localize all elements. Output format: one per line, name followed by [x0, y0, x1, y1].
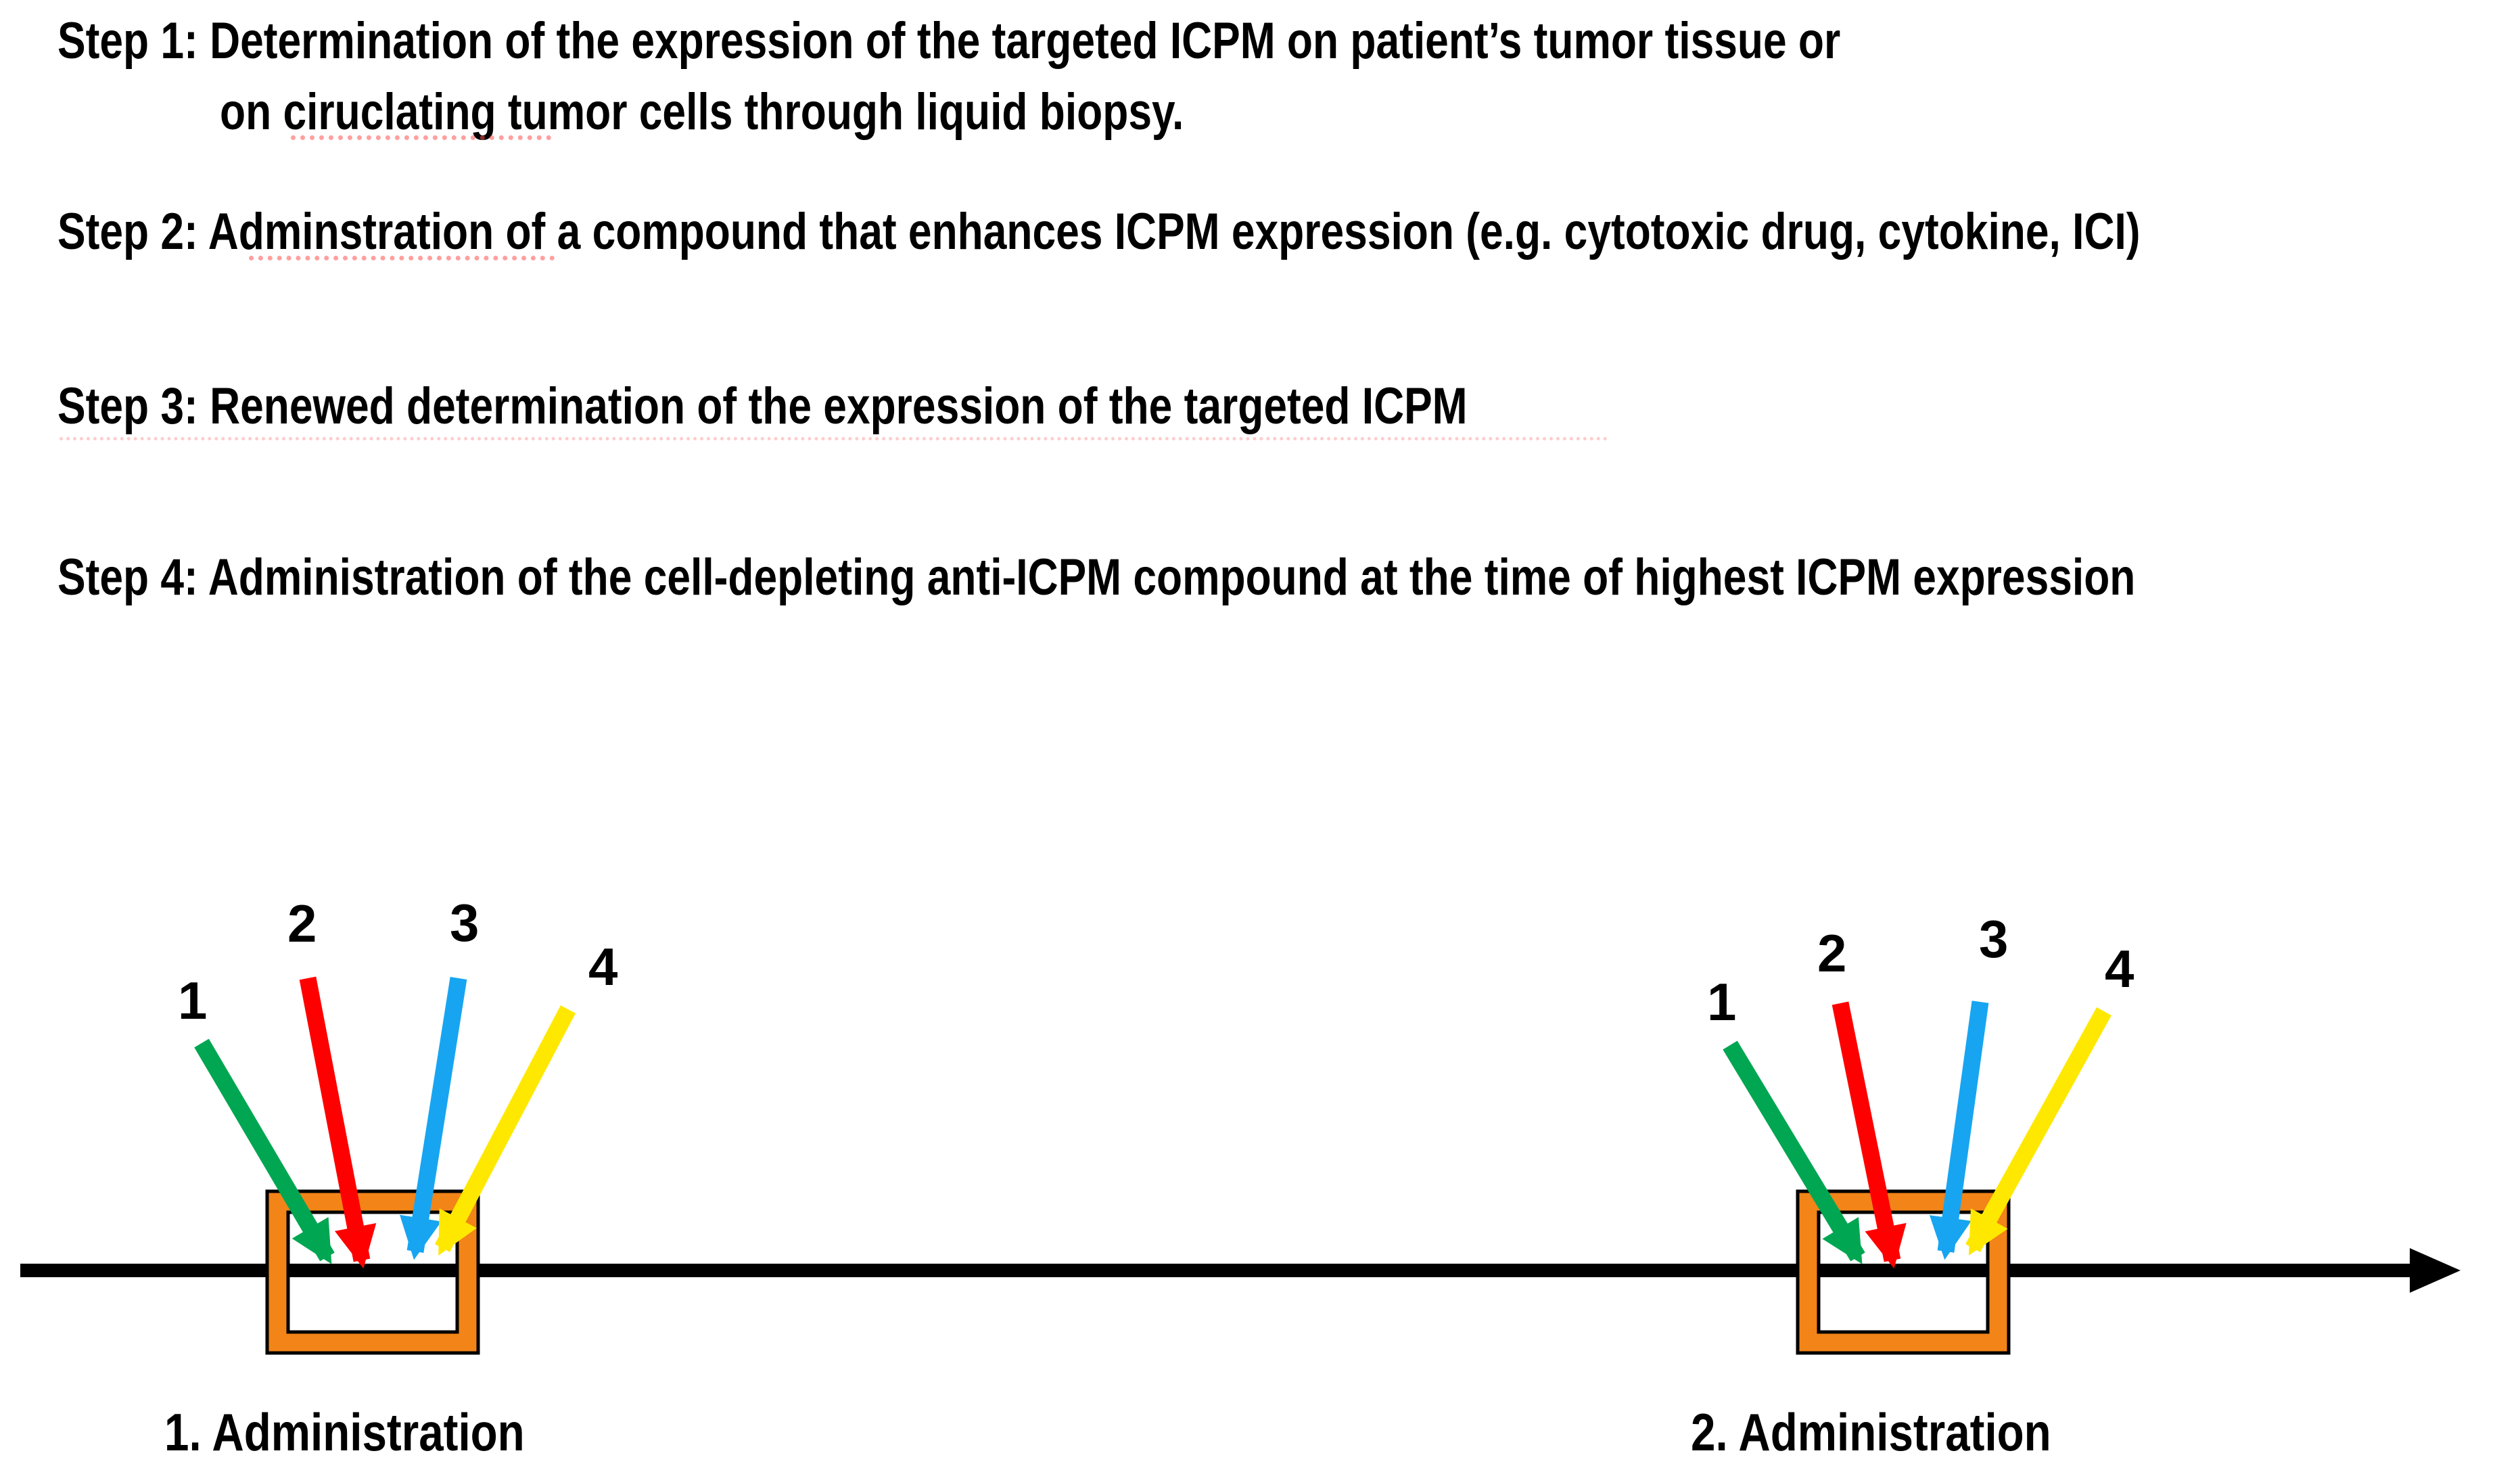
administration-box-2 — [1796, 1189, 2011, 1355]
box2-orange-border — [1799, 1193, 2007, 1352]
spellcheck-underline-adminstration — [249, 256, 555, 260]
administration-2-label: 2. Administration — [1691, 1402, 2051, 1462]
group2-arrow-number-2: 2 — [1817, 923, 1847, 983]
step2-text: Step 2: Adminstration of a compound that… — [57, 203, 2141, 260]
administration-box-1 — [265, 1189, 480, 1355]
group2-arrow-number-1: 1 — [1707, 972, 1737, 1032]
arrow1-step4-yellow — [434, 1005, 576, 1256]
box2-inner-outline — [1817, 1210, 1990, 1334]
box1-outer-outline — [265, 1189, 480, 1355]
group2-arrow-number-4: 4 — [2105, 939, 2134, 998]
spellcheck-underline-step3 — [60, 437, 1608, 440]
box1-inner-outline — [286, 1210, 459, 1334]
group1-arrow-number-3: 3 — [450, 893, 480, 952]
step1-text-line1: Step 1: Determination of the expression … — [57, 12, 1841, 70]
step4-text: Step 4: Administration of the cell-deple… — [57, 549, 2136, 606]
step1-text-line2: on ciruclating tumor cells through liqui… — [220, 83, 1184, 141]
spellcheck-underline-ciruclating — [291, 135, 551, 140]
group1-arrow-number-1: 1 — [178, 971, 208, 1030]
group2-arrow-number-3: 3 — [1979, 909, 2009, 969]
group1-arrow-number-2: 2 — [287, 894, 317, 953]
box2-outer-outline — [1796, 1189, 2011, 1355]
arrow-group-2 — [1723, 1001, 2111, 1269]
arrow1-step1-green — [194, 1038, 335, 1264]
arrow2-step1-green — [1723, 1040, 1865, 1264]
timeline-arrowhead-icon — [2410, 1248, 2460, 1293]
box1-orange-border — [269, 1193, 477, 1352]
step3-text: Step 3: Renewed determination of the exp… — [57, 377, 1468, 435]
arrow-group-1 — [194, 976, 576, 1269]
arrow1-step2-red — [299, 976, 377, 1269]
administration-1-label: 1. Administration — [164, 1402, 525, 1462]
arrow1-step3-blue — [399, 977, 467, 1260]
arrow2-step4-yellow — [1965, 1007, 2111, 1256]
arrow2-step3-blue — [1929, 1001, 1989, 1260]
arrow2-step2-red — [1831, 1001, 1907, 1269]
group1-arrow-number-4: 4 — [588, 937, 618, 996]
